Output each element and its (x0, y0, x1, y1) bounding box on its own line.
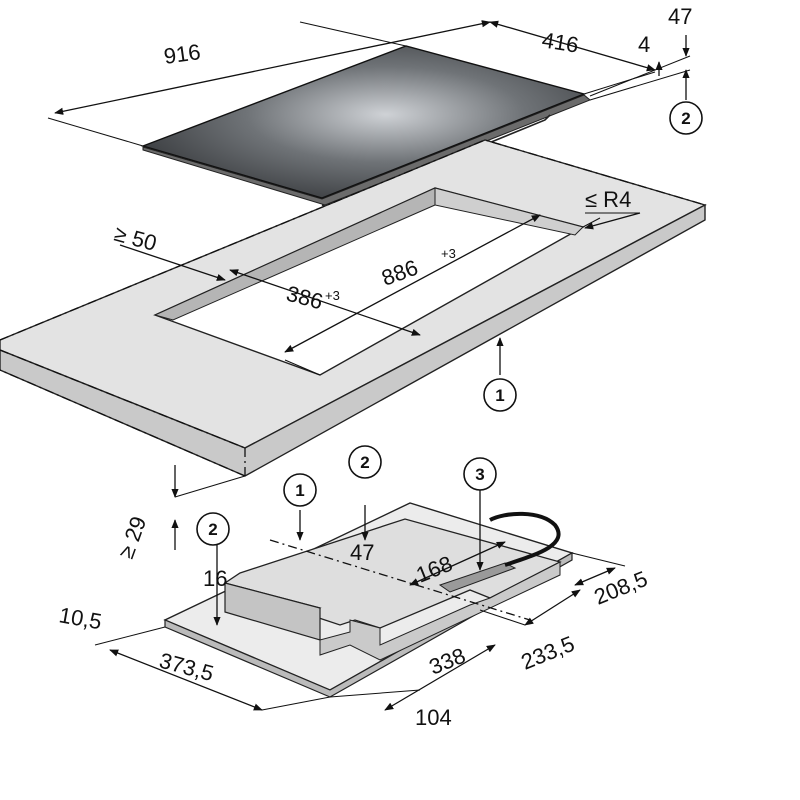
height-47-label: 47 (350, 540, 374, 565)
underside-step (319, 561, 561, 661)
svg-text:1: 1 (295, 481, 304, 500)
min-edge-distance-label: ≥ 50 (112, 221, 160, 256)
svg-text:+3: +3 (441, 246, 456, 261)
hob-height-label: 47 (668, 4, 692, 29)
hob-width-label: 916 (162, 39, 202, 69)
hob-glass-thickness-label: 4 (638, 32, 650, 57)
svg-text:3: 3 (475, 465, 484, 484)
dim-233-5-label: 233,5 (518, 631, 578, 675)
corner-radius-label: ≤ R4 (585, 187, 631, 212)
power-cable (489, 511, 561, 567)
svg-text:2: 2 (681, 109, 690, 128)
worktop-dimensions (119, 212, 641, 376)
svg-text:386: 386 (284, 281, 326, 315)
dim-104-label: 104 (415, 705, 452, 730)
underside-callout-cable: 3 (463, 457, 497, 491)
svg-text:≥ 29: ≥ 29 (113, 513, 151, 562)
dim-338-label: 338 (426, 643, 469, 680)
hob-dimensions (47, 20, 691, 147)
svg-text:886: 886 (378, 255, 421, 291)
svg-text:2: 2 (360, 453, 369, 472)
svg-text:+3: +3 (325, 288, 340, 303)
height-16-label: 16 (203, 566, 227, 591)
dim-10-5-label: 10,5 (57, 602, 104, 634)
worktop-back-break (0, 139, 706, 341)
hob-callout: 2 (669, 101, 703, 135)
underside-callout-hob: 2 (348, 445, 382, 479)
cutout-depth-label: 386 +3 (284, 281, 340, 315)
hob-depth-label: 416 (540, 27, 580, 57)
dim-208-5-label: 208,5 (591, 566, 651, 610)
cutout-left-wall (434, 187, 584, 236)
worktop-bottom-break (0, 369, 246, 477)
underside-dimensions (94, 490, 626, 711)
worktop-callout: 1 (483, 378, 517, 412)
worktop-plane-line (269, 539, 531, 621)
cutout-width-label: 886 +3 (378, 246, 456, 291)
worktop-front-break (0, 349, 246, 449)
underside-callout-hob-left: 2 (196, 512, 230, 546)
svg-text:1: 1 (495, 386, 504, 405)
underside-callout-worktop: 1 (283, 473, 317, 507)
worktop-thickness-dim: ≥ 29 (113, 465, 246, 562)
svg-text:2: 2 (208, 520, 217, 539)
